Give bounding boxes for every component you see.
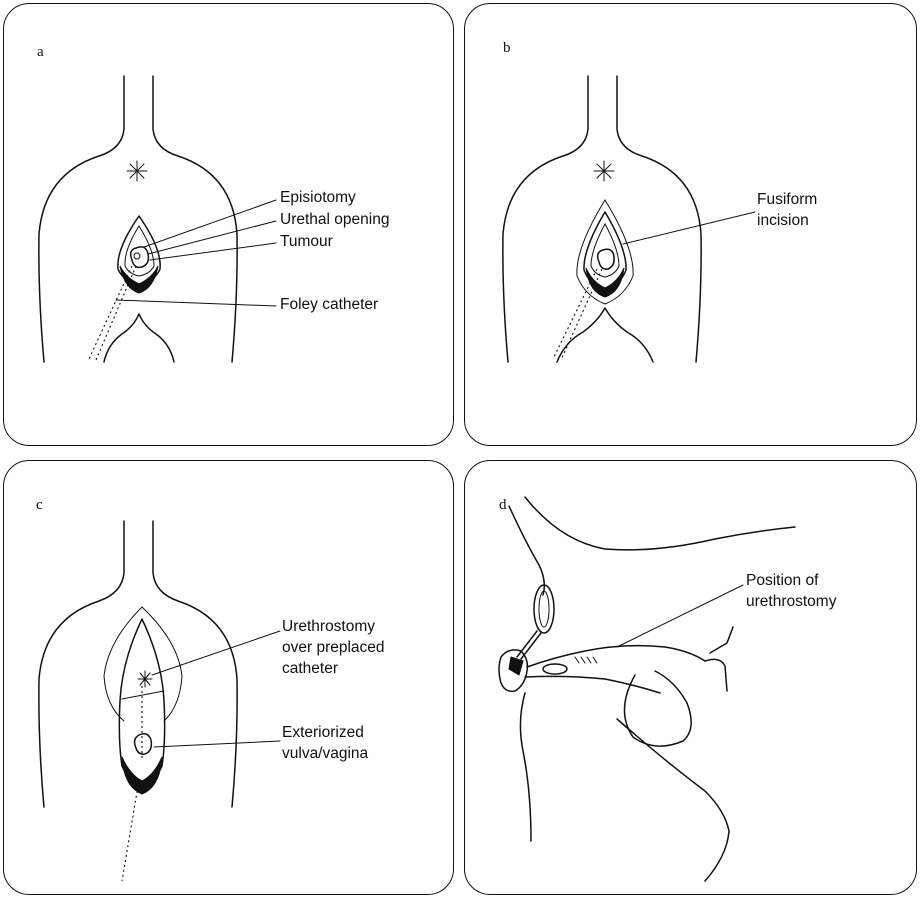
episiotomy-inner — [590, 222, 620, 278]
label-exteriorized-line1: Exteriorized — [282, 724, 364, 741]
urethrostomy-illustration — [38, 520, 281, 882]
fusiform-incision-outline — [576, 199, 634, 305]
tail-left-outline — [502, 75, 589, 363]
ventral-outline-left — [519, 692, 532, 842]
label-fusiform-line1: Fusiform — [757, 191, 818, 208]
panel-letter: b — [503, 40, 511, 56]
urethrostomy-arrows — [574, 656, 598, 664]
leader-tumour — [149, 242, 277, 261]
label-urethrostomy-line1: Urethrostomy — [282, 618, 376, 635]
panel-a: a Episiotomy Urethal opening Tumour Fole… — [3, 3, 454, 446]
bladder-outline — [623, 670, 692, 747]
exteriorized-vulva-outline — [118, 618, 166, 790]
episiotomy-inner — [124, 225, 155, 277]
panel-b: b Fusiform incision — [464, 3, 917, 446]
incision-outline-left — [103, 606, 143, 722]
tail-left-outline — [38, 75, 125, 363]
vulva-dark-edge — [121, 756, 163, 795]
leader-episiotomy — [143, 199, 277, 248]
urethrostomy-site — [137, 670, 153, 688]
label-urethrostomy-line3: catheter — [282, 660, 339, 677]
foley-catheter-tube-2 — [560, 268, 603, 361]
vulva-dark-edge — [119, 265, 159, 294]
ureter-outline — [704, 658, 728, 692]
fusiform-incision-illustration — [502, 75, 756, 363]
label-position-line1: Position of — [746, 572, 819, 589]
label-episiotomy: Episiotomy — [280, 189, 356, 206]
anus-asterisk — [593, 160, 615, 182]
tail-right-outline — [152, 75, 238, 363]
lateral-view-illustration — [498, 496, 796, 882]
exteriorized-vulva-lateral — [498, 649, 529, 693]
panel-d: d Position of urethrostomy — [464, 460, 917, 895]
urethra-upper — [526, 644, 706, 668]
label-foley-catheter: Foley catheter — [280, 296, 379, 313]
panel-c: c Urethrostomy over preplaced catheter E… — [3, 460, 454, 895]
leader-urethral-opening — [147, 220, 277, 255]
foley-catheter-tube-2 — [95, 265, 137, 361]
label-exteriorized-line2: vulva/vagina — [282, 745, 369, 762]
foley-catheter-tube — [121, 785, 139, 882]
tumour-mass — [133, 733, 153, 755]
urethral-opening-dot — [133, 252, 141, 260]
leader-fusiform-incision — [622, 211, 756, 245]
leader-urethrostomy — [151, 630, 281, 676]
label-tumour: Tumour — [280, 233, 333, 250]
ureter-branch — [709, 626, 734, 654]
vulva-dark-edge — [508, 656, 524, 676]
tail-top-outline — [524, 496, 796, 551]
label-urethral-opening: Urethal opening — [280, 211, 390, 228]
label-fusiform-line2: incision — [757, 212, 809, 229]
panel-letter: c — [36, 497, 43, 513]
tail-rear-outline — [508, 505, 546, 596]
incision-cross-line — [121, 690, 165, 700]
panel-letter: a — [37, 44, 44, 60]
foley-catheter-tube — [88, 265, 133, 360]
leader-position — [616, 584, 744, 648]
vulva-lips — [556, 307, 654, 363]
retractor-loop-inner — [538, 590, 550, 628]
ventral-outline-right — [616, 718, 730, 882]
urethra-lower — [524, 675, 661, 694]
panel-letter: d — [499, 497, 507, 513]
leader-exteriorized — [153, 740, 281, 748]
incision-outline-right — [141, 606, 183, 722]
vulva-dark-edge — [585, 267, 625, 298]
tumour-mass — [596, 248, 615, 270]
label-position-line2: urethrostomy — [746, 593, 837, 610]
catheter-balloon — [542, 663, 568, 675]
tail-left-outline — [38, 520, 125, 808]
anus-asterisk — [126, 160, 148, 182]
retractor-handle — [516, 630, 538, 658]
leader-foley-catheter — [115, 299, 277, 307]
label-urethrostomy-line2: over preplaced — [282, 639, 385, 656]
episiotomy-illustration — [38, 75, 277, 363]
retractor-loop — [533, 584, 555, 634]
vulva-lips — [103, 313, 175, 363]
foley-catheter-tube — [552, 268, 598, 360]
tail-right-outline — [616, 75, 702, 363]
tail-right-outline — [152, 520, 238, 808]
